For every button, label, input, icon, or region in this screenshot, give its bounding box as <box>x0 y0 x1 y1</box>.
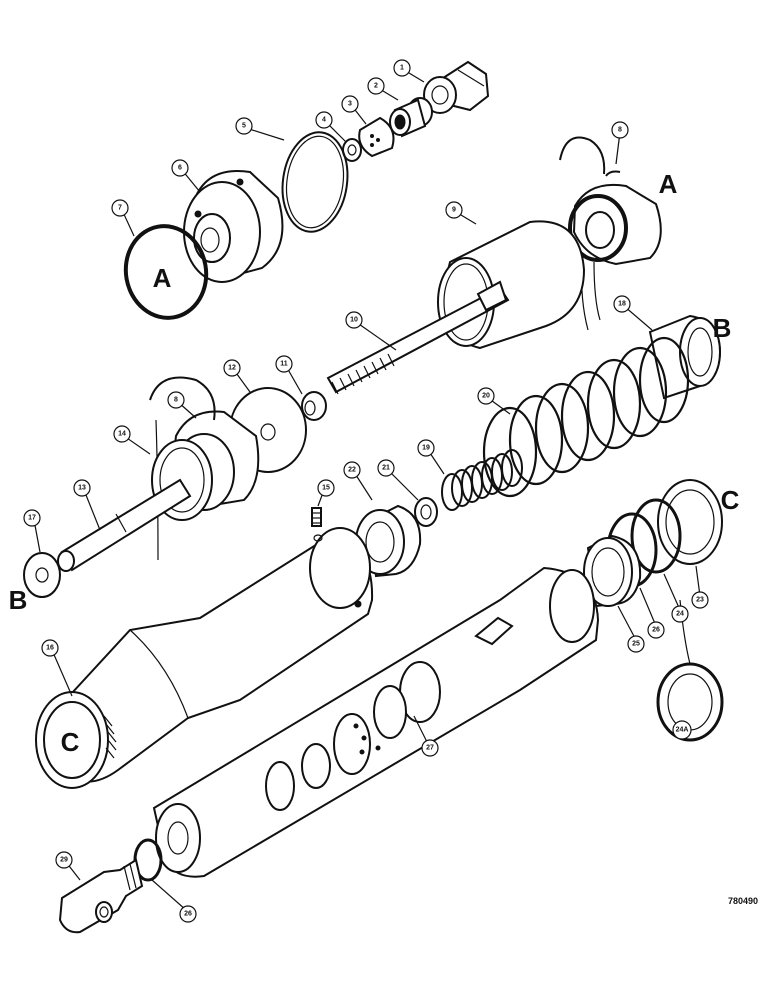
callout-21: 21 <box>377 459 395 477</box>
part-2-sleeve <box>389 97 433 138</box>
clevis-thread-marks <box>123 863 137 891</box>
callout-12: 12 <box>223 359 241 377</box>
svg-text:27: 27 <box>426 745 434 752</box>
marker-b-end-cap: B <box>713 313 732 343</box>
part-23-cap <box>657 479 723 565</box>
drawing-code: 780490 <box>728 896 758 906</box>
svg-text:22: 22 <box>348 467 356 474</box>
svg-text:13: 13 <box>78 485 86 492</box>
part-22-bushing <box>355 504 422 578</box>
svg-text:11: 11 <box>280 361 288 368</box>
svg-text:17: 17 <box>28 515 36 522</box>
svg-text:12: 12 <box>228 365 236 372</box>
callout-5: 5 <box>235 117 253 135</box>
callout-16: 16 <box>41 639 59 657</box>
svg-text:10: 10 <box>350 317 358 324</box>
callout-20: 20 <box>477 387 495 405</box>
callout-1: 1 <box>393 59 411 77</box>
callout-26-lower: 26 <box>179 905 197 923</box>
part-21-washer <box>414 497 438 527</box>
svg-text:3: 3 <box>348 101 352 108</box>
svg-text:18: 18 <box>618 301 626 308</box>
svg-text:14: 14 <box>118 431 126 438</box>
svg-text:25: 25 <box>632 641 640 648</box>
marker-a-coil: A <box>659 169 678 199</box>
svg-text:19: 19 <box>422 445 430 452</box>
callout-2: 2 <box>367 77 385 95</box>
callout-8-lower: 8 <box>167 391 185 409</box>
part-20-large-spring <box>482 336 690 498</box>
svg-text:6: 6 <box>178 165 182 172</box>
callout-4: 4 <box>315 111 333 129</box>
svg-text:7: 7 <box>118 205 122 212</box>
callout-18: 18 <box>613 295 631 313</box>
callout-11: 11 <box>275 355 293 373</box>
part-3-cone <box>358 116 395 158</box>
marker-c-body: C <box>61 727 80 757</box>
marker-a-oring: A <box>153 263 172 293</box>
callout-25: 25 <box>627 635 645 653</box>
svg-text:8: 8 <box>618 127 622 134</box>
part-5-snap-ring <box>281 131 349 233</box>
svg-text:24: 24 <box>676 611 684 618</box>
callout-6: 6 <box>171 159 189 177</box>
callout-3: 3 <box>341 95 359 113</box>
svg-text:4: 4 <box>322 117 326 124</box>
part-24-seal <box>630 498 682 574</box>
part-7-o-ring <box>123 224 209 320</box>
marker-b-washer: B <box>9 585 28 615</box>
part-29-clevis <box>58 858 144 934</box>
part-25-bushing <box>583 534 642 608</box>
part-6-head <box>183 170 284 283</box>
svg-text:16: 16 <box>46 645 54 652</box>
svg-text:15: 15 <box>322 485 330 492</box>
svg-text:9: 9 <box>452 207 456 214</box>
callout-7: 7 <box>111 199 129 217</box>
callout-8-upper: 8 <box>611 121 629 139</box>
callout-27: 27 <box>421 739 439 757</box>
part-16-cylinder-body <box>35 527 374 789</box>
callout-22: 22 <box>343 461 361 479</box>
body-thread-marks <box>103 715 117 759</box>
callout-13: 13 <box>73 479 91 497</box>
part-19-small-spring <box>441 449 523 511</box>
part-27-spool <box>152 566 600 878</box>
callout-19: 19 <box>417 439 435 457</box>
part-10-threaded-rod <box>326 280 510 395</box>
part-11-ring <box>301 391 327 421</box>
part-24a-wiper-seal <box>656 599 724 742</box>
callout-26-upper: 26 <box>647 621 665 639</box>
callout-15: 15 <box>317 479 335 497</box>
rod-thread-marks <box>331 353 395 395</box>
callout-10: 10 <box>345 311 363 329</box>
callout-24a: 24A <box>672 720 692 740</box>
svg-text:23: 23 <box>696 597 704 604</box>
svg-text:5: 5 <box>242 123 246 130</box>
svg-text:8: 8 <box>174 397 178 404</box>
part-17-washer <box>23 552 61 598</box>
svg-text:29: 29 <box>60 857 68 864</box>
svg-text:2: 2 <box>374 83 378 90</box>
part-1-hex-fitting <box>423 60 490 114</box>
callout-24: 24 <box>671 605 689 623</box>
marker-c-ring-stack: C <box>721 485 740 515</box>
callout-23: 23 <box>691 591 709 609</box>
svg-text:20: 20 <box>482 393 490 400</box>
svg-text:26: 26 <box>184 911 192 918</box>
svg-text:21: 21 <box>382 465 390 472</box>
callout-14: 14 <box>113 425 131 443</box>
callout-9: 9 <box>445 201 463 219</box>
svg-text:26: 26 <box>652 627 660 634</box>
svg-text:1: 1 <box>400 65 404 72</box>
part-13-shaft <box>57 478 192 572</box>
callout-17: 17 <box>23 509 41 527</box>
callout-29: 29 <box>55 851 73 869</box>
part-9-sleeve <box>437 220 586 350</box>
svg-text:24A: 24A <box>676 727 689 734</box>
part-15-set-screw <box>311 507 322 527</box>
